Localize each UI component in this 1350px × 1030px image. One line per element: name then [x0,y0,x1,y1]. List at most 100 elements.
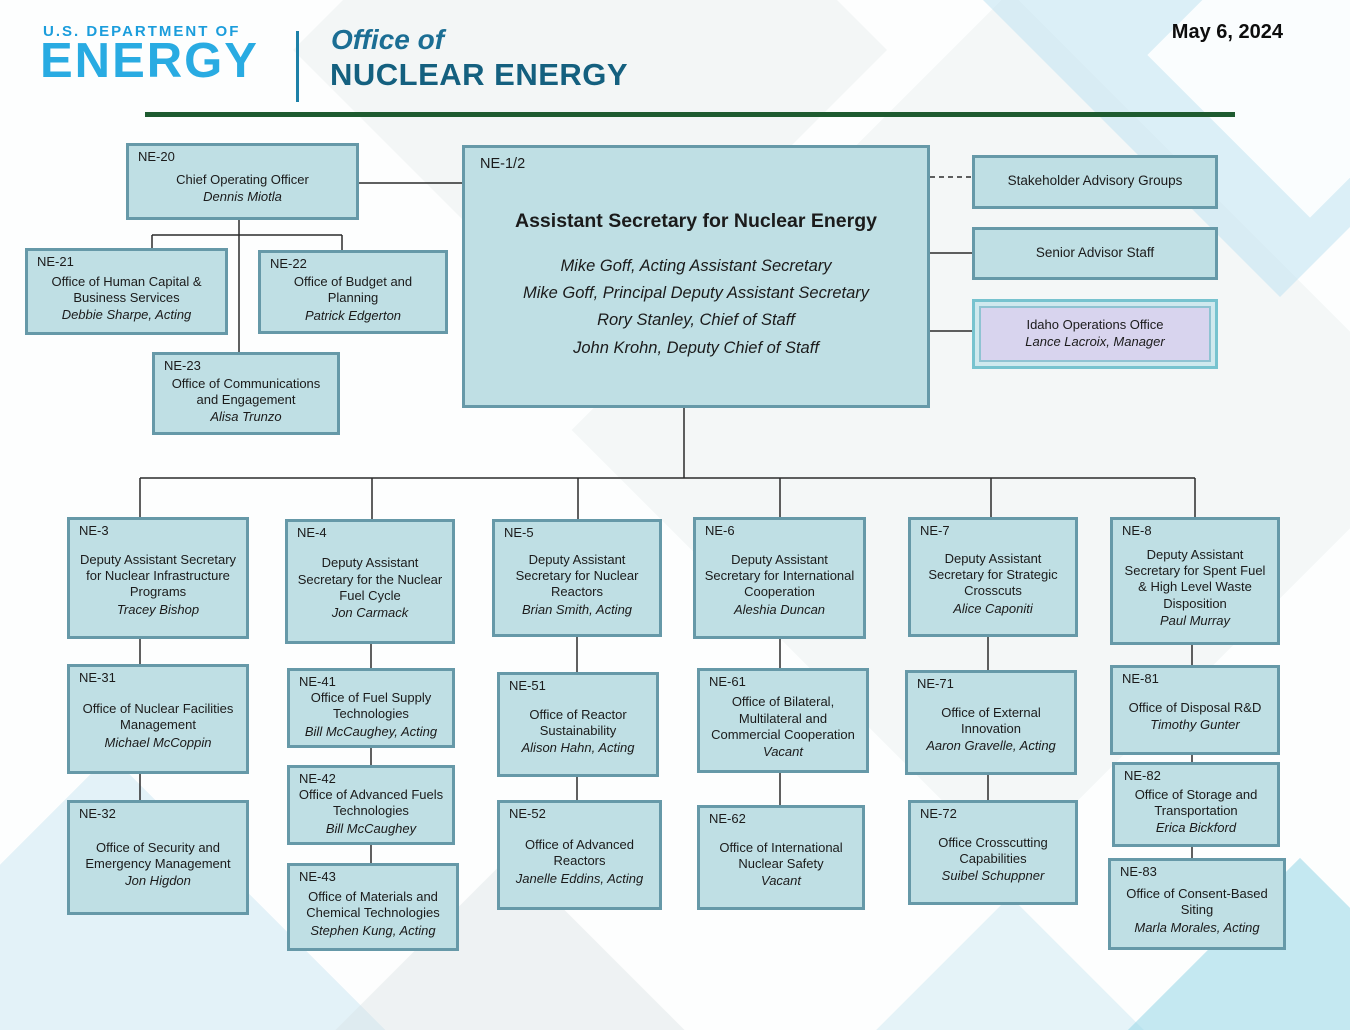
box-code: NE-1/2 [480,156,526,172]
chart-date: May 6, 2024 [1171,21,1283,43]
box-person: Michael McCoppin [104,734,212,750]
box-title: Office Crosscutting Capabilities [938,834,1048,866]
box-person: Bill McCaughey [325,820,417,836]
box-title: Chief Operating Officer [176,171,309,187]
doe-logo-eyebrow: U.S. DEPARTMENT OF [43,23,241,40]
box-body: Office of Security and Emergency Managem… [76,822,240,908]
box-code: NE-22 [270,256,307,271]
box-person: Aleshia Duncan [733,601,826,617]
box-title: Deputy Assistant Secretary for Internati… [704,551,855,600]
box-body: Deputy Assistant Secretary for Internati… [702,539,857,632]
box-person: Mike Goff, Acting Assistant Secretary [560,256,832,275]
box-person: Debbie Sharpe, Acting [61,307,192,323]
box-title: Office of External Innovation [941,704,1041,736]
box-code: NE-32 [79,806,116,821]
box-code: NE-71 [917,676,954,691]
box-title: Deputy Assistant Secretary for Nuclear R… [515,551,639,600]
box-title: Office of Budget and Planning [293,274,413,306]
box-title: Office of Consent-Based Siting [1126,886,1268,918]
box-title: Deputy Assistant Secretary for Nuclear I… [79,551,237,600]
box-person: John Krohn, Deputy Chief of Staff [573,338,819,357]
box-code: NE-51 [509,678,546,693]
box-title: Deputy Assistant Secretary for Strategic… [928,550,1058,599]
box-code: NE-41 [299,674,336,689]
box-body: Deputy Assistant Secretary for Strategic… [917,539,1069,630]
box-person: Timothy Gunter [1150,717,1240,733]
box-title: Office of Reactor Sustainability [529,706,627,738]
box-code: NE-42 [299,771,336,786]
box-person: Aaron Gravelle, Acting [926,738,1056,754]
box-title: Deputy Assistant Secretary for Spent Fue… [1124,546,1266,611]
box-person: Vacant [763,744,803,760]
logo-divider [296,31,299,102]
box-person: Suibel Schuppner [941,868,1045,884]
box-body: Deputy Assistant Secretary for Spent Fue… [1119,539,1271,638]
doe-logo-wordmark: ENERGY [40,34,259,88]
box-code: NE-72 [920,806,957,821]
box-person: Brian Smith, Acting [521,601,633,617]
box-title: Assistant Secretary for Nuclear Energy [515,210,877,233]
box-code: NE-20 [138,149,175,164]
box-body: Office of Bilateral, Multilateral and Co… [706,690,860,766]
box-code: NE-5 [504,525,534,540]
box-title: Office of Materials and Chemical Technol… [306,889,440,921]
box-person: Paul Murray [1159,612,1231,628]
box-title: Office of Security and Emergency Managem… [85,839,231,871]
box-person: Vacant [761,873,801,889]
box-title: Senior Advisor Staff [1035,244,1155,260]
box-code: NE-43 [299,869,336,884]
box-person: Alisa Trunzo [210,409,282,425]
box-code: NE-61 [709,674,746,689]
box-body: Deputy Assistant Secretary for Nuclear R… [501,541,653,630]
box-code: NE-3 [79,523,109,538]
box-title: Office of International Nuclear Safety [719,839,843,871]
box-code: NE-62 [709,811,746,826]
box-title: Office of Storage and Transportation [1134,786,1258,818]
box-body: Office of Human Capital & Business Servi… [34,270,219,328]
box-title: Office of Communications and Engagement [171,375,321,407]
box-code: NE-4 [297,525,327,540]
box-code: NE-83 [1120,864,1157,879]
box-title: Office of Human Capital & Business Servi… [51,273,202,305]
box-code: NE-6 [705,523,735,538]
box-code: NE-21 [37,254,74,269]
office-prefix: Office of [331,24,445,55]
box-person: Alison Hahn, Acting [521,740,635,756]
box-code: NE-23 [164,358,201,373]
box-person: Tracey Bishop [116,601,200,617]
box-person: Patrick Edgerton [304,307,402,323]
box-person: Stephen Kung, Acting [310,922,436,938]
box-person: Marla Morales, Acting [1134,919,1260,935]
box-person: Erica Bickford [1155,820,1237,836]
